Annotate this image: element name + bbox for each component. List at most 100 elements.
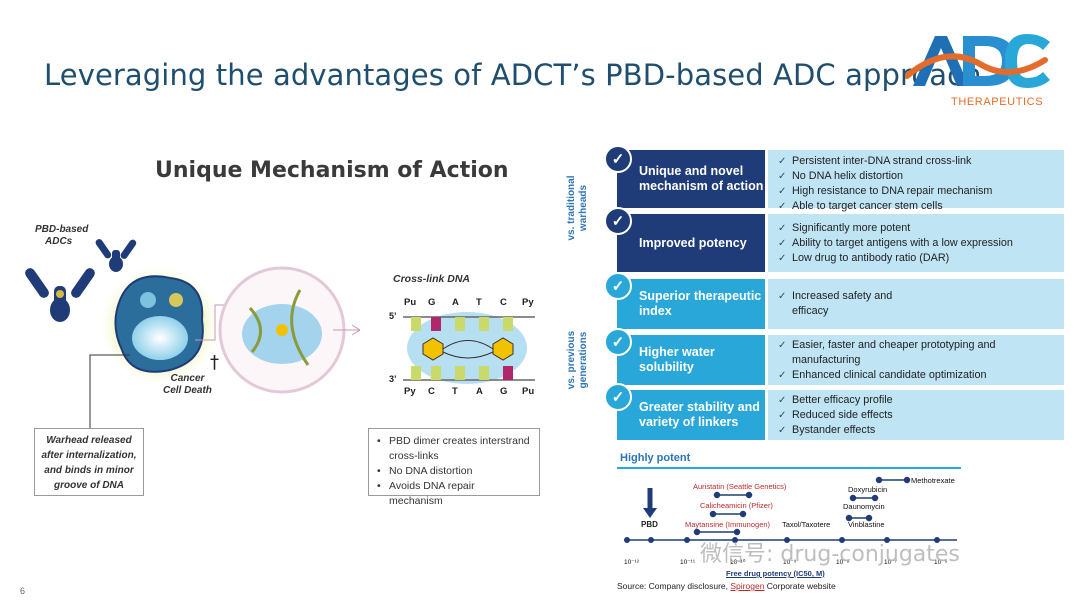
axis-tick: 10⁻⁹ bbox=[783, 559, 797, 566]
row-head-label: Improved potency bbox=[617, 214, 765, 272]
base-label: A bbox=[476, 386, 483, 397]
cell-death-line2: Cell Death bbox=[163, 385, 212, 396]
row-items: Persistent inter-DNA strand cross-link N… bbox=[778, 154, 1056, 214]
base-label: T bbox=[476, 297, 482, 308]
axis-label: Free drug potency (IC50, M) bbox=[726, 569, 825, 578]
pbd-label-line1: PBD-based bbox=[35, 224, 89, 235]
potency-chart bbox=[624, 476, 957, 543]
axis-tick: 10⁻¹⁰ bbox=[730, 559, 746, 566]
pbd-adcs-label: PBD-based ADCs bbox=[35, 224, 88, 248]
warhead-note-box: Warhead released after internalization, … bbox=[34, 428, 144, 496]
drug-label: Taxol/Taxotere bbox=[782, 520, 831, 529]
check-icon: ✓ bbox=[604, 383, 632, 411]
base-label: C bbox=[428, 386, 435, 397]
logo-subtitle: THERAPEUTICS bbox=[951, 96, 1044, 108]
row-items: Easier, faster and cheaper prototyping a… bbox=[778, 338, 1056, 383]
warhead-line: groove of DNA bbox=[54, 480, 124, 491]
group-label-traditional: vs. traditional warheads bbox=[566, 158, 590, 258]
axis-tick: 10⁻¹¹ bbox=[680, 559, 695, 566]
svg-text:†: † bbox=[210, 352, 219, 373]
row-unique-head: Unique and novel mechanism of action bbox=[617, 150, 765, 208]
check-icon: ✓ bbox=[604, 328, 632, 356]
row-head-label: Greater stability and variety of linkers bbox=[617, 390, 765, 440]
potent-underline bbox=[617, 467, 961, 469]
row-item: Significantly more potent bbox=[778, 221, 1056, 236]
row-items: Increased safety and efficacy bbox=[778, 289, 1056, 319]
mechanism-illustration: † bbox=[25, 239, 360, 430]
row-head-label: Unique and novel mechanism of action bbox=[617, 150, 765, 208]
axis-tick: 10⁻⁸ bbox=[836, 559, 850, 566]
base-label: C bbox=[500, 297, 507, 308]
watermark-text: 微信号: drug-conjugates bbox=[700, 542, 960, 567]
drug-label: Doxyrubicin bbox=[848, 485, 888, 494]
source-note: Source: Company disclosure, Spirogen Cor… bbox=[617, 581, 836, 591]
group-label-previous: vs. previous generations bbox=[566, 310, 590, 410]
drug-label: Vinblastine bbox=[848, 520, 885, 529]
pbd-label-line2: ADCs bbox=[45, 236, 73, 247]
row-unique-body: Persistent inter-DNA strand cross-link N… bbox=[768, 150, 1064, 214]
row-index-body: Increased safety and efficacy bbox=[768, 279, 1064, 329]
row-stability-body: Better efficacy profile Reduced side eff… bbox=[768, 390, 1064, 440]
row-item: Reduced side effects bbox=[778, 408, 1056, 423]
row-potency-body: Significantly more potent Ability to tar… bbox=[768, 214, 1064, 272]
page-number: 6 bbox=[20, 586, 26, 596]
source-suffix: Corporate website bbox=[764, 581, 836, 591]
base-label: G bbox=[428, 297, 436, 308]
row-item: Able to target cancer stem cells bbox=[778, 199, 1056, 214]
base-label: Pu bbox=[522, 386, 535, 397]
row-item: Easier, faster and cheaper prototyping a… bbox=[778, 338, 1022, 368]
cell-death-line1: Cancer bbox=[170, 373, 205, 384]
warhead-note-text: Warhead released after internalization, … bbox=[37, 433, 141, 493]
drug-label: Daunomycin bbox=[843, 502, 885, 511]
antibody-icon-large bbox=[25, 268, 95, 322]
adc-therapeutics-logo bbox=[905, 34, 1050, 88]
dna-note-item: PBD dimer creates interstrand cross-link… bbox=[377, 434, 531, 464]
row-item: Increased safety and efficacy bbox=[778, 289, 902, 319]
row-item: Low drug to antibody ratio (DAR) bbox=[778, 251, 1056, 266]
row-item: Ability to target antigens with a low ex… bbox=[778, 236, 1056, 251]
group-label-line: vs. traditional bbox=[566, 175, 577, 241]
check-icon: ✓ bbox=[604, 145, 632, 173]
row-potency-head: Improved potency bbox=[617, 214, 765, 272]
dna-note-item: Avoids DNA repair mechanism bbox=[377, 479, 531, 509]
dna-notes-box: PBD dimer creates interstrand cross-link… bbox=[368, 428, 540, 507]
row-item: Persistent inter-DNA strand cross-link bbox=[778, 154, 1056, 169]
highly-potent-title: Highly potent bbox=[620, 452, 691, 464]
warhead-line: and binds in minor bbox=[44, 465, 134, 476]
base-label: G bbox=[500, 386, 508, 397]
row-item: Better efficacy profile bbox=[778, 393, 1056, 408]
warhead-line: after internalization, bbox=[41, 450, 137, 461]
base-label: Py bbox=[404, 386, 416, 397]
row-stability-head: Greater stability and variety of linkers bbox=[617, 390, 765, 440]
pbd-marker-label: PBD bbox=[641, 520, 658, 529]
source-link[interactable]: Spirogen bbox=[730, 581, 765, 591]
antibody-icon-small bbox=[95, 239, 137, 272]
drug-label: Methotrexate bbox=[911, 476, 955, 485]
row-head-label: Superior therapeutic index bbox=[617, 279, 765, 329]
row-item: No DNA helix distortion bbox=[778, 169, 1056, 184]
drug-label: Calicheamicin (Pfizer) bbox=[700, 501, 773, 510]
base-label: A bbox=[452, 297, 459, 308]
dna-notes-list: PBD dimer creates interstrand cross-link… bbox=[377, 434, 531, 509]
source-prefix: Source: Company disclosure, bbox=[617, 581, 731, 591]
row-item: Enhanced clinical candidate optimization bbox=[778, 368, 1056, 383]
check-icon: ✓ bbox=[604, 272, 632, 300]
base-label: Py bbox=[522, 297, 534, 308]
group-label-line: vs. previous bbox=[566, 330, 577, 390]
prime-5-label: 5’ bbox=[389, 311, 397, 321]
row-items: Significantly more potent Ability to tar… bbox=[778, 221, 1056, 266]
crosslink-dna-diagram bbox=[403, 312, 535, 384]
base-label: T bbox=[452, 386, 458, 397]
page-title: Leveraging the advantages of ADCT’s PBD-… bbox=[44, 58, 982, 92]
mechanism-title: Unique Mechanism of Action bbox=[155, 158, 509, 183]
group-label-line: generations bbox=[578, 331, 589, 389]
row-index-head: Superior therapeutic index bbox=[617, 279, 765, 329]
check-icon: ✓ bbox=[604, 207, 632, 235]
row-item: Bystander effects bbox=[778, 423, 1056, 438]
crosslink-dna-label: Cross-link DNA bbox=[393, 273, 471, 285]
axis-tick: 10⁻⁷ bbox=[884, 559, 898, 566]
row-item: High resistance to DNA repair mechanism bbox=[778, 184, 1056, 199]
drug-label: Auristatin (Seattle Genetics) bbox=[693, 482, 787, 491]
cancer-cell-death-label: Cancer Cell Death bbox=[163, 373, 212, 397]
row-items: Better efficacy profile Reduced side eff… bbox=[778, 393, 1056, 438]
